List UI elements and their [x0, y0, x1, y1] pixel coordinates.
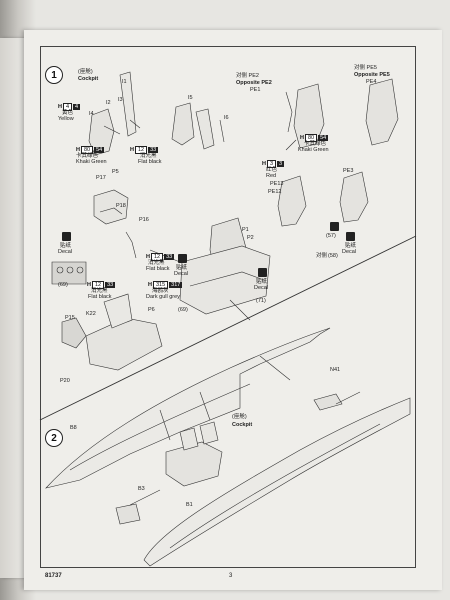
- paint-flat-black-3-en: Flat black: [88, 294, 112, 300]
- part-p2: P2: [247, 235, 254, 241]
- panel-i1: [119, 71, 137, 137]
- part-k22: K22: [86, 311, 96, 317]
- left-page-edge: [0, 38, 28, 578]
- part-pe13: PE13: [270, 181, 284, 187]
- decal-3-en: Decal: [254, 285, 269, 291]
- paint-gull-grey-en: Dark gull grey: [146, 294, 180, 300]
- step-1-number: 1: [51, 69, 57, 81]
- part-p17: P17: [96, 175, 106, 181]
- paint-red-cn: 红色: [266, 167, 278, 173]
- part-pe3: PE3: [343, 168, 354, 174]
- decal-1-number: (69): [58, 282, 68, 288]
- part-p18: P18: [116, 203, 126, 209]
- part-p15: P15: [65, 315, 75, 321]
- paint-red-en: Red: [266, 173, 277, 179]
- step-1-badge: 1: [45, 66, 63, 84]
- paint-flat-black-3-cn: 消光黑: [91, 288, 108, 294]
- step-2-title-cn: (座舱): [232, 414, 247, 420]
- paint-khaki-2-en: Khaki Green: [298, 147, 329, 153]
- paint-flat-black-2-cn: 消光黑: [148, 260, 165, 266]
- step-2-title-en: Cockpit: [232, 422, 253, 428]
- paint-khaki-1-cn: 卡其绿色: [76, 153, 99, 159]
- seat-part-i: [88, 108, 115, 156]
- part-i6: I6: [224, 115, 229, 121]
- decal-icon: [62, 232, 71, 241]
- fuselage-right-half: [143, 397, 411, 567]
- part-n41: N41: [330, 367, 341, 373]
- paint-yellow-cn: 黄色: [62, 110, 74, 116]
- decal-1-cn: 贴纸: [60, 243, 72, 249]
- opposite-left-en: Opposite PE2: [236, 80, 272, 86]
- part-i5: I5: [188, 95, 193, 101]
- opposite-right-part: PE4: [366, 79, 377, 85]
- part-p20: P20: [60, 378, 70, 384]
- paint-gull-grey-cn: 海鸥灰: [152, 288, 169, 294]
- paint-khaki-2-cn: 卡其绿色: [304, 141, 327, 147]
- decal-icon: [330, 222, 339, 231]
- instruction-frame: [40, 46, 416, 568]
- opposite-right-cn: 对侧 PE5: [354, 65, 377, 71]
- decal-icon: [258, 268, 267, 277]
- opposite-left-cn: 对侧 PE2: [236, 73, 259, 79]
- decal-icon: [346, 232, 355, 241]
- decal-5-cn: 贴纸: [345, 243, 357, 249]
- part-i3: I3: [118, 97, 123, 103]
- part-i4: I4: [89, 111, 94, 117]
- decal-3-number: (71): [256, 298, 266, 304]
- paint-yellow-en: Yellow: [58, 116, 74, 122]
- part-i2: I2: [106, 100, 111, 106]
- fuselage-left-half: [45, 327, 331, 489]
- decal-5-en: Decal: [342, 249, 357, 255]
- step-2-number: 2: [51, 432, 57, 444]
- decal-2-cn: 贴纸: [176, 265, 188, 271]
- part-pe12: PE12: [268, 189, 282, 195]
- step-1-title-cn: (座舱): [78, 69, 93, 75]
- part-b3: B3: [138, 486, 145, 492]
- part-p5: P5: [112, 169, 119, 175]
- part-p1: P1: [242, 227, 249, 233]
- decal-2-number: (69): [178, 307, 188, 313]
- decal-2-en: Decal: [174, 271, 189, 277]
- part-b8: B8: [70, 425, 77, 431]
- paint-flat-black-1-cn: 消光黑: [140, 153, 157, 159]
- paint-flat-black-2-en: Flat black: [146, 266, 170, 272]
- paint-khaki-1-en: Khaki Green: [76, 159, 107, 165]
- decal-opposite-number: (58): [328, 253, 338, 259]
- step-2-badge: 2: [45, 429, 63, 447]
- part-i1: I1: [122, 79, 127, 85]
- paint-flat-black-1-en: Flat black: [138, 159, 162, 165]
- kit-code: 81737: [45, 573, 62, 579]
- opposite-right-en: Opposite PE5: [354, 72, 390, 78]
- step-divider-line: [39, 235, 417, 421]
- page-number: 3: [229, 573, 233, 579]
- part-b1: B1: [186, 502, 193, 508]
- part-p16: P16: [139, 217, 149, 223]
- step-1-title-en: Cockpit: [78, 76, 99, 82]
- decal-3-cn: 贴纸: [256, 279, 268, 285]
- decal-1-en: Decal: [58, 249, 73, 255]
- decal-4-number: (57): [326, 233, 336, 239]
- decal-icon: [178, 254, 187, 263]
- part-p6: P6: [148, 307, 155, 313]
- opposite-left-part: PE1: [250, 87, 261, 93]
- decal-opposite-cn: 对侧: [316, 253, 328, 259]
